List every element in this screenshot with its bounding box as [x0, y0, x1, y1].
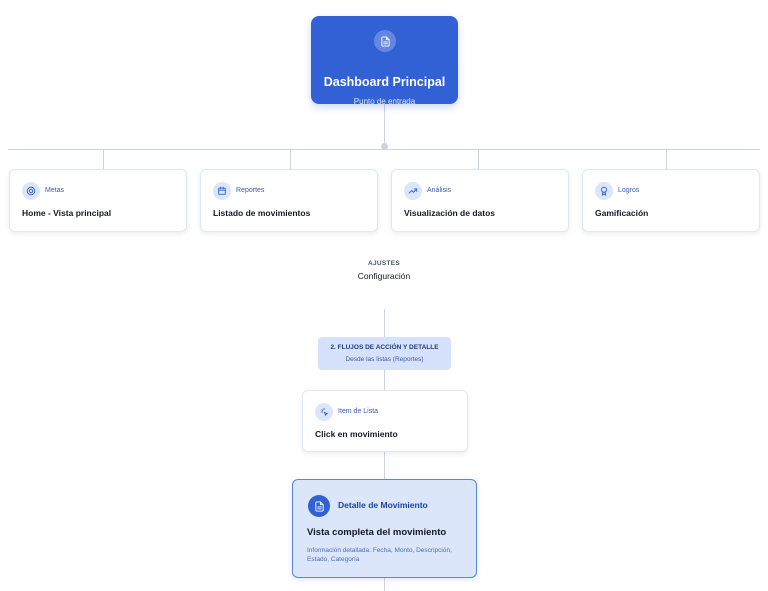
award-icon — [595, 182, 613, 200]
detail-label: Detalle de Movimiento — [338, 500, 428, 510]
calendar-icon — [213, 182, 231, 200]
node-logros[interactable]: Logros Gamificación — [582, 169, 760, 232]
flow-section-subtitle: Desde las listas (Reportes) — [345, 356, 424, 363]
node-name: Visualización de datos — [404, 208, 496, 218]
target-icon — [22, 182, 40, 200]
document-icon — [308, 495, 330, 517]
node-analisis[interactable]: Análisis Visualización de datos — [391, 169, 569, 232]
node-tag: Reportes — [236, 187, 265, 194]
cursor-click-icon — [315, 403, 333, 421]
node-reportes[interactable]: Reportes Listado de movimientos — [200, 169, 378, 232]
ajustes-name[interactable]: Configuración — [357, 271, 411, 281]
connector-analisis — [478, 150, 479, 169]
root-node-dashboard[interactable]: Dashboard Principal Punto de entrada — [311, 16, 458, 106]
connector-detail-down — [384, 576, 385, 591]
connector-logros — [666, 150, 667, 169]
node-name: Home - Vista principal — [22, 208, 112, 218]
connector-section-item — [384, 370, 385, 390]
node-name: Listado de movimientos — [213, 208, 311, 218]
root-subtitle: Punto de entrada — [353, 97, 416, 106]
node-tag: Metas — [45, 187, 65, 194]
detail-description: Información detallada: Fecha, Monto, Des… — [307, 547, 452, 563]
node-metas[interactable]: Metas Home - Vista principal — [9, 169, 187, 232]
node-list-item[interactable]: Item de Lista Click en movimiento — [302, 390, 468, 452]
connector-item-detail — [384, 450, 385, 479]
junction-dot — [381, 143, 388, 150]
node-tag: Logros — [618, 187, 640, 194]
connector-metas — [103, 150, 104, 169]
connector-section-top — [384, 309, 385, 337]
flow-section-header: 2. FLUJOS DE ACCIÓN Y DETALLE Desde las … — [318, 337, 451, 370]
node-tag: Item de Lista — [338, 408, 379, 415]
ajustes-tag: AJUSTES — [367, 260, 401, 267]
trending-up-icon — [404, 182, 422, 200]
connector-reportes — [290, 150, 291, 169]
node-name: Click en movimiento — [315, 429, 398, 439]
root-title: Dashboard Principal — [323, 75, 446, 89]
document-icon — [374, 30, 396, 52]
detail-title: Vista completa del movimiento — [307, 527, 447, 538]
node-tag: Análisis — [427, 187, 452, 194]
connector-root-down — [384, 104, 385, 147]
node-name: Gamificación — [595, 208, 649, 218]
flow-section-title: 2. FLUJOS DE ACCIÓN Y DETALLE — [330, 344, 439, 351]
node-detalle-movimiento[interactable]: Detalle de Movimiento Vista completa del… — [292, 479, 477, 578]
